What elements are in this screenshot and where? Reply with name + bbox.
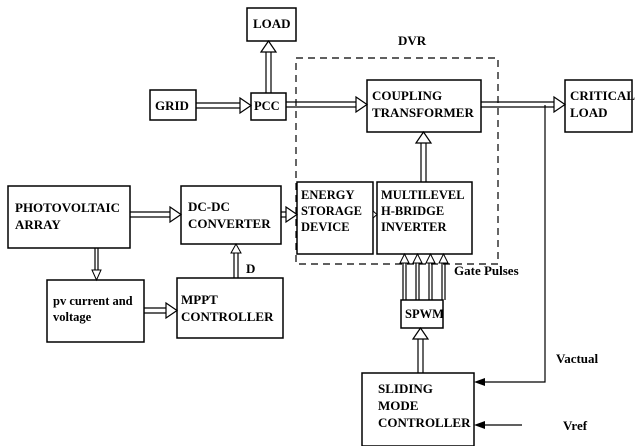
arrow-gate-pulses <box>399 252 449 300</box>
arrow-sensing-to-mppt <box>144 301 179 320</box>
multilevel-inverter-label: MULTILEVEL H-BRIDGE INVERTER <box>381 188 465 234</box>
arrow-transformer-to-critical-load <box>481 95 567 114</box>
arrow-dcdc-to-storage <box>281 205 299 224</box>
arrow-pcc-to-transformer <box>286 95 369 114</box>
load-label: LOAD <box>253 16 291 31</box>
feedback-vactual-line <box>474 105 546 386</box>
arrow-grid-to-pcc <box>196 96 253 115</box>
energy-storage-device-box <box>296 181 374 255</box>
spwm-label: SPWM <box>405 307 444 321</box>
vref-label: Vref <box>563 418 588 433</box>
sliding-mode-controller-box <box>361 372 475 446</box>
coupling-transformer-label: COUPLING TRANSFORMER <box>372 88 474 120</box>
photovoltaic-array-label: PHOTOVOLTAIC ARRAY <box>15 200 120 232</box>
arrow-pv-to-dcdc <box>130 205 183 224</box>
photovoltaic-array-box <box>7 185 131 249</box>
sliding-mode-controller-label: SLIDING MODE CONTROLLER <box>378 381 471 430</box>
spwm-box <box>400 299 444 329</box>
arrow-mppt-to-dcdc <box>230 242 242 278</box>
arrow-storage-to-inverter <box>372 209 378 220</box>
vref-input-line <box>474 421 522 429</box>
vactual-label: Vactual <box>556 351 599 366</box>
arrow-pv-to-sensing <box>91 248 102 282</box>
dvr-boundary <box>295 57 499 265</box>
critical-load-box <box>564 79 633 133</box>
dc-dc-converter-label: DC-DC CONVERTER <box>188 199 271 231</box>
pcc-label: PCC <box>254 99 280 113</box>
arrow-inverter-to-transformer <box>414 130 433 182</box>
critical-load-label: CRITICAL LOAD <box>570 88 636 120</box>
arrow-pcc-to-load <box>259 39 278 93</box>
energy-storage-device-label: ENERGY STORAGE DEVICE <box>301 188 362 234</box>
multilevel-inverter-box <box>376 181 473 255</box>
mppt-controller-box <box>176 277 284 339</box>
grid-label: GRID <box>155 98 189 113</box>
coupling-transformer-box <box>366 79 482 133</box>
dvr-label: DVR <box>398 33 427 48</box>
pv-sensing-label: pv current and voltage <box>53 294 133 324</box>
arrow-smc-to-spwm <box>411 326 430 373</box>
load-box <box>246 7 297 42</box>
gate-pulses-label: Gate Pulses <box>454 263 519 278</box>
duty-cycle-label: D <box>246 261 256 276</box>
grid-box <box>149 89 197 121</box>
pv-sensing-box <box>46 279 145 343</box>
mppt-controller-label: MPPT CONTROLLER <box>181 292 274 324</box>
